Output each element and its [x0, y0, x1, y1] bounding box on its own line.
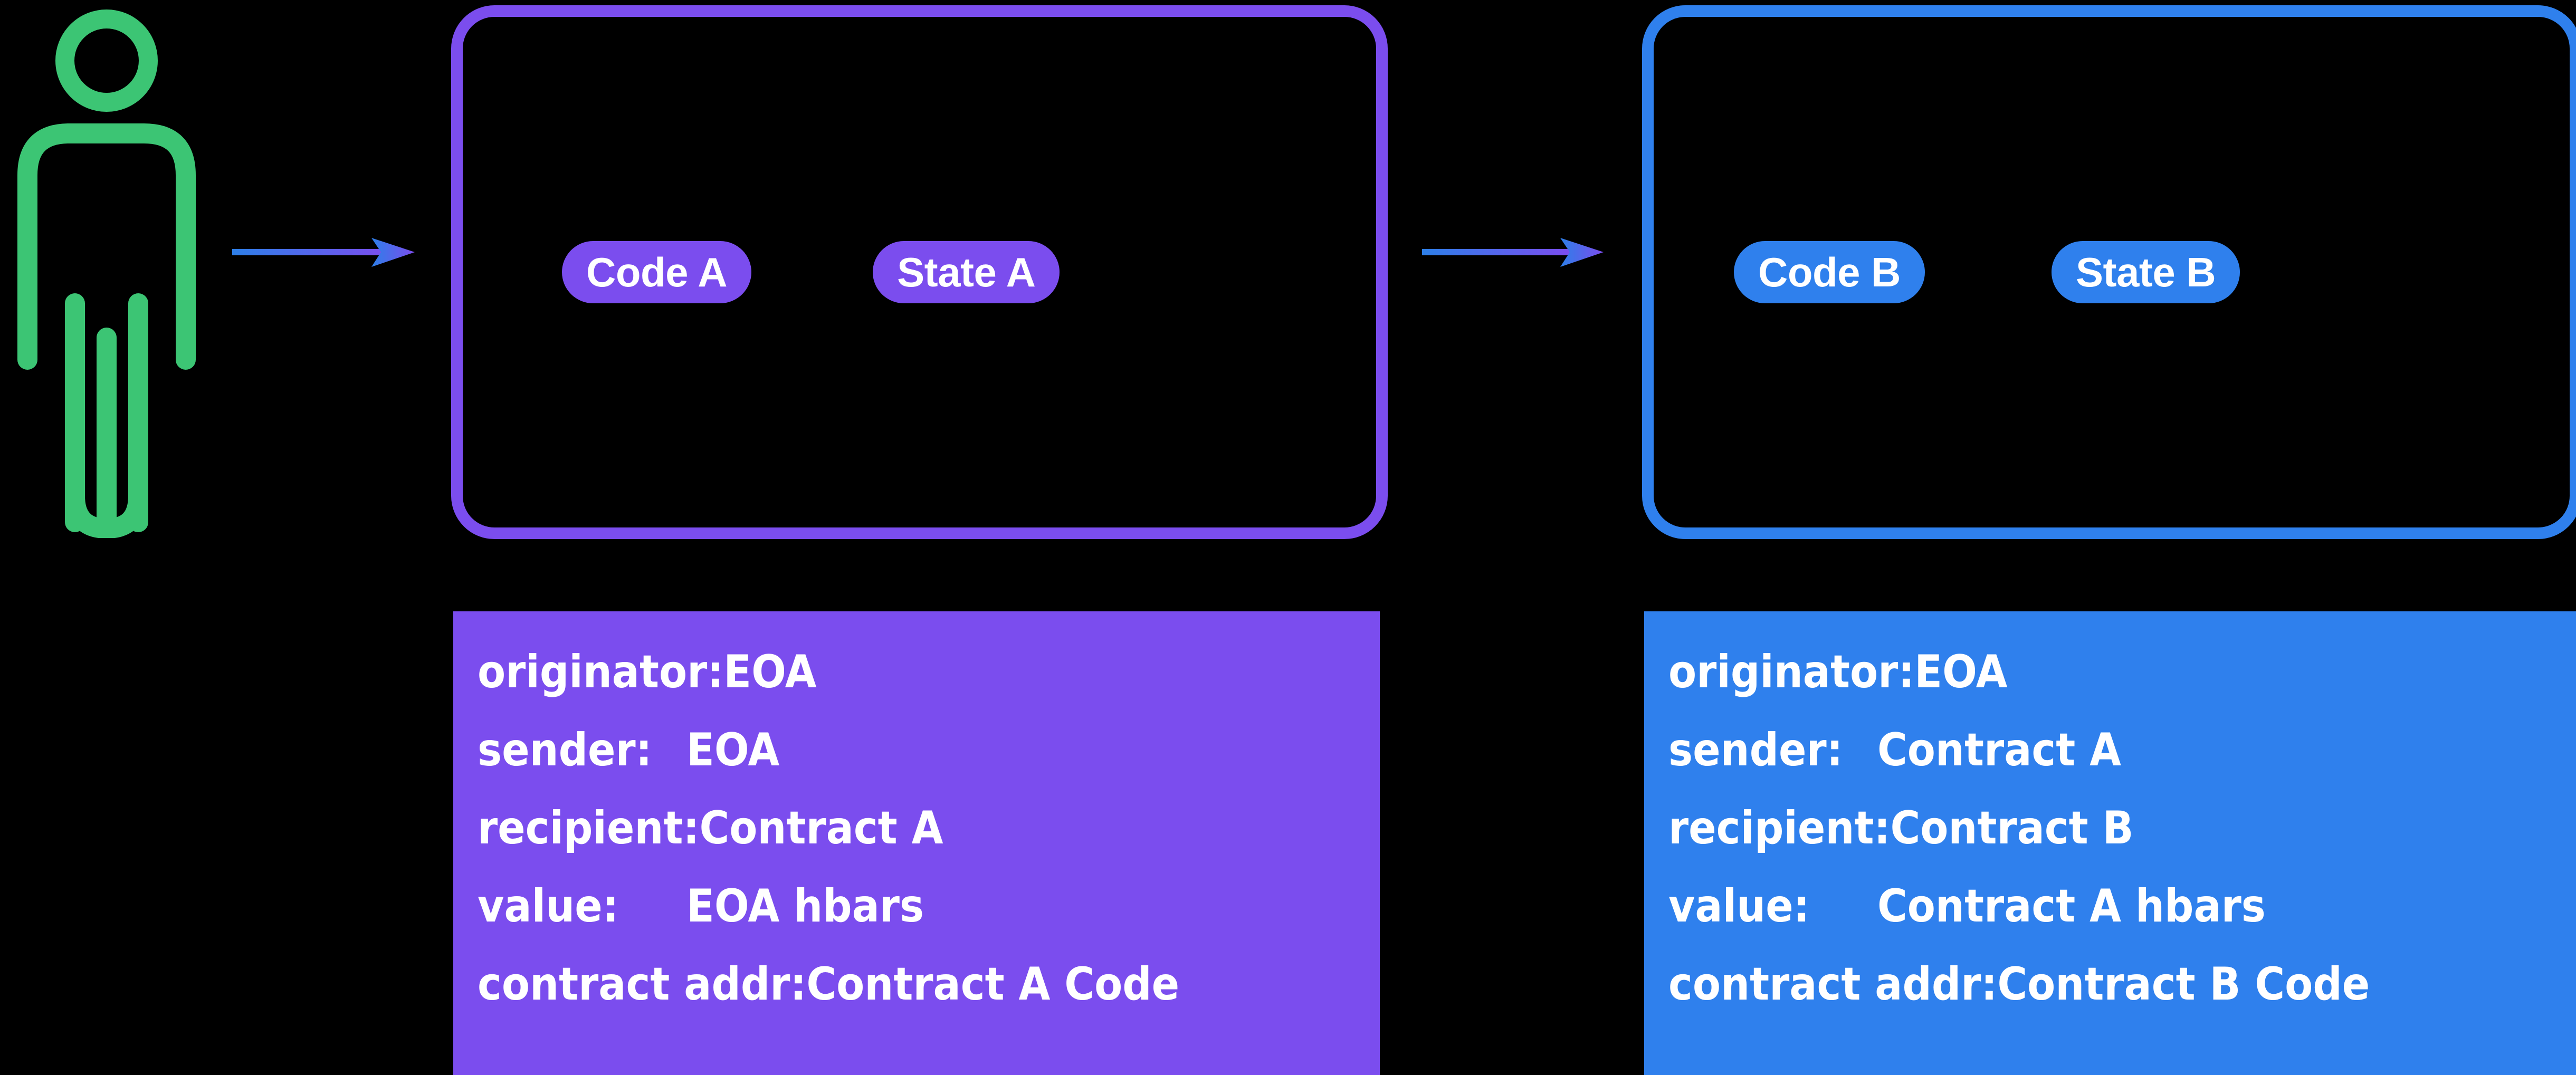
contract-a-chip-row: Code A State A [463, 17, 1376, 527]
info-row: originator: EOA [478, 649, 1380, 727]
info-label-contract-addr: contract addr: [1668, 958, 1998, 1011]
info-row: recipient: Contract A [478, 805, 1380, 884]
info-row: recipient: Contract B [1668, 805, 2576, 884]
info-label-originator: originator: [478, 646, 724, 698]
arrow-contract-a-to-contract-b [1422, 238, 1604, 267]
info-value-sender: Contract A [1877, 724, 2122, 776]
info-label-originator: originator: [1668, 646, 1915, 698]
info-label-recipient: recipient: [1668, 802, 1891, 855]
info-value-contract-addr: Contract A Code [806, 958, 1180, 1011]
info-row: contract addr: Contract B Code [1668, 962, 2576, 1040]
chip-code-b[interactable]: Code B [1734, 241, 1925, 303]
info-row: value: Contract A hbars [1668, 884, 2576, 962]
info-value-sender: EOA [686, 724, 780, 776]
info-row: originator: EOA [1668, 649, 2576, 727]
info-row: contract addr: Contract A Code [478, 962, 1380, 1040]
info-value-value: EOA hbars [686, 880, 924, 933]
info-value-recipient: Contract B [1890, 802, 2134, 855]
info-label-contract-addr: contract addr: [478, 958, 807, 1011]
chip-code-a[interactable]: Code A [562, 241, 752, 303]
contract-b-chip-row: Code B State B [1654, 17, 2570, 527]
info-value-value: Contract A hbars [1877, 880, 2266, 933]
arrow-eoa-to-contract-a [232, 238, 415, 267]
contract-a-info-panel: originator: EOA sender: EOA recipient: C… [453, 611, 1380, 1075]
info-value-originator: EOA [723, 646, 817, 698]
info-label-sender: sender: [478, 724, 652, 776]
info-row: sender: EOA [478, 727, 1380, 805]
contract-a-box: Code A State A [451, 5, 1388, 539]
info-value-originator: EOA [1914, 646, 2008, 698]
chip-state-a[interactable]: State A [873, 241, 1060, 303]
info-label-sender: sender: [1668, 724, 1843, 776]
contract-b-box: Code B State B [1642, 5, 2576, 539]
info-label-recipient: recipient: [478, 802, 700, 855]
chip-state-b[interactable]: State B [2052, 241, 2240, 303]
contract-b-info-panel: originator: EOA sender: Contract A recip… [1644, 611, 2576, 1075]
person-icon [17, 9, 196, 538]
info-row: value: EOA hbars [478, 884, 1380, 962]
info-value-contract-addr: Contract B Code [1997, 958, 2370, 1011]
info-label-value: value: [478, 880, 619, 933]
info-label-value: value: [1668, 880, 1810, 933]
info-row: sender: Contract A [1668, 727, 2576, 805]
info-value-recipient: Contract A [699, 802, 943, 855]
